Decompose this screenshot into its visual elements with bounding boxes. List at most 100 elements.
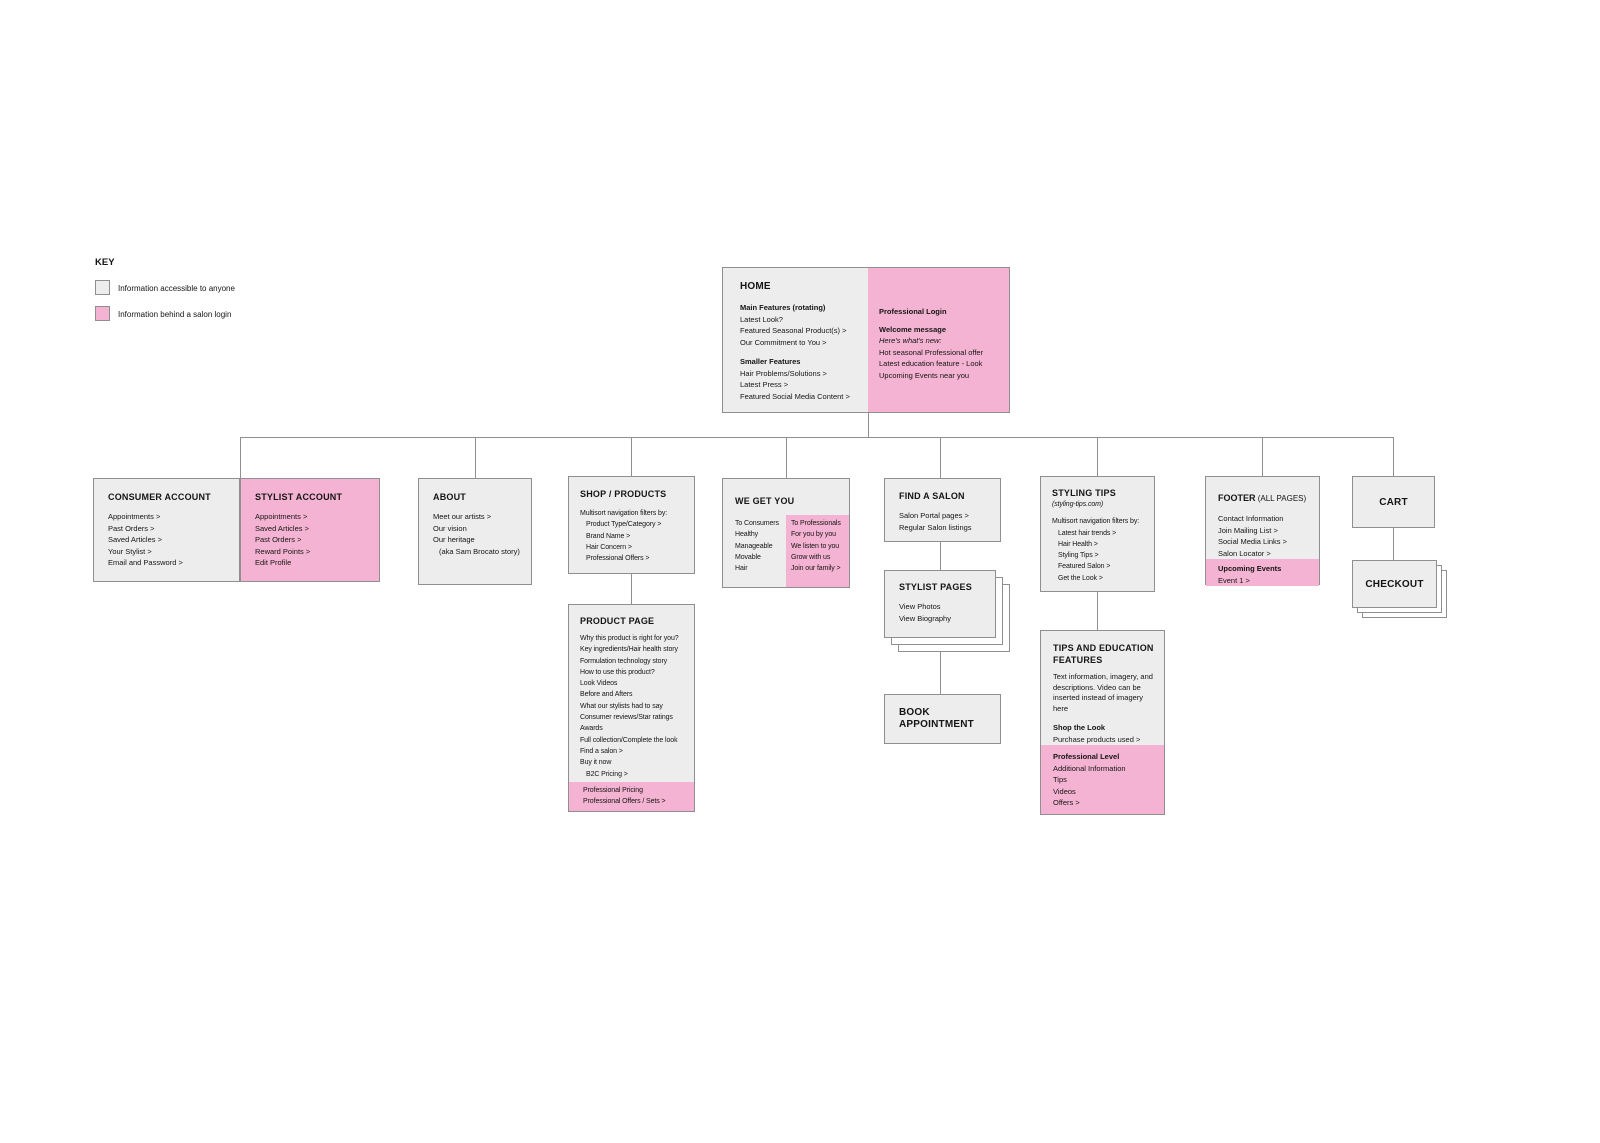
connector-drop-shop: [631, 437, 632, 476]
list-item: Additional Information: [1053, 763, 1126, 773]
list-item: Movable: [735, 553, 761, 561]
find-a-salon-title: FIND A SALON: [899, 491, 965, 501]
list-item: Appointments >: [255, 512, 308, 521]
connector-salon-stylist-pages: [940, 542, 941, 570]
list-item: Social Media Links >: [1218, 537, 1287, 546]
home-public-panel: HOME Main Features (rotating) Latest Loo…: [723, 268, 868, 412]
list-item: Buy it now: [580, 759, 612, 767]
shop-products-node: SHOP / PRODUCTS Multisort navigation fil…: [568, 476, 695, 574]
list-item: Latest education feature - Look: [879, 359, 983, 368]
connector-drop-about: [475, 437, 476, 478]
list-item: Look Videos: [580, 680, 618, 688]
list-item: Videos: [1053, 786, 1076, 796]
tips-education-public-section: TIPS AND EDUCATION FEATURES Text informa…: [1041, 631, 1164, 745]
list-item: We listen to you: [791, 542, 840, 550]
list-item: Past Orders >: [108, 523, 155, 533]
list-item: What our stylists had to say: [580, 702, 663, 710]
connector-shop-product-page: [631, 574, 632, 604]
list-item: Join Mailing List >: [1218, 525, 1278, 535]
list-item: Formulation technology story: [580, 657, 668, 665]
tips-education-professional-section: Professional Level Additional Informatio…: [1041, 745, 1164, 814]
list-item: Hair Concern >: [586, 543, 632, 551]
list-item: Edit Profile: [255, 558, 292, 567]
connector-styling-tips-education: [1097, 592, 1098, 630]
product-page-professional-section: Professional Pricing Professional Offers…: [569, 782, 694, 811]
key-title: KEY: [95, 257, 115, 268]
stylist-account-node: STYLIST ACCOUNT Appointments > Saved Art…: [240, 478, 380, 582]
list-item: Past Orders >: [255, 535, 302, 544]
footer-title-rest: (ALL PAGES): [1255, 494, 1307, 503]
we-get-you-professional-column: To Professionals For you by you We liste…: [786, 515, 849, 587]
footer-node: FOOTER (ALL PAGES) Contact Information J…: [1205, 476, 1320, 586]
checkout-node: CHECKOUT: [1352, 560, 1437, 608]
shop-filters-label: Multisort navigation filters by:: [580, 510, 668, 517]
key-login-label: Information behind a salon login: [118, 310, 232, 319]
connector-drop-we-get-you: [786, 437, 787, 478]
list-item: How to use this product?: [580, 668, 655, 676]
connector-drop-accounts: [240, 437, 241, 478]
connector-stylist-pages-book: [940, 652, 941, 694]
list-item: Reward Points >: [255, 546, 311, 556]
list-item: View Biography: [899, 613, 951, 623]
product-page-public-section: PRODUCT PAGE Why this product is right f…: [569, 605, 694, 782]
list-item: Regular Salon listings: [899, 522, 972, 532]
tips-education-title: TIPS AND EDUCATION FEATURES: [1053, 643, 1154, 665]
list-item: Hair Health >: [1058, 540, 1098, 548]
product-page-title: PRODUCT PAGE: [580, 616, 655, 626]
list-item: Salon Portal pages >: [899, 511, 969, 520]
list-item: Saved Articles >: [108, 535, 162, 544]
list-item: Awards: [580, 725, 603, 733]
list-item: Full collection/Complete the look: [580, 736, 678, 744]
footer-events-section: Upcoming Events Event 1 >: [1206, 559, 1319, 586]
list-item: Hair: [735, 565, 748, 573]
footer-title-bold: FOOTER: [1218, 493, 1256, 503]
list-item: Styling Tips >: [1058, 552, 1099, 560]
professional-login-title: Professional Login: [879, 307, 947, 316]
list-item: Join our family >: [791, 565, 841, 573]
list-item: Featured Seasonal Product(s) >: [740, 326, 847, 335]
home-professional-panel: Professional Login Welcome message Here'…: [868, 268, 1009, 412]
book-appointment-node: BOOK APPOINTMENT: [884, 694, 1001, 744]
key-public-swatch: [95, 280, 110, 295]
welcome-message-label: Welcome message: [879, 324, 946, 334]
list-item: Our heritage: [433, 535, 475, 544]
list-item: Before and Afters: [580, 691, 633, 699]
styling-tips-filters-label: Multisort navigation filters by:: [1052, 518, 1140, 526]
list-item: Salon Locator >: [1218, 548, 1271, 558]
book-appointment-title: BOOK APPOINTMENT: [899, 707, 974, 730]
list-item: Latest hair trends >: [1058, 529, 1117, 537]
list-item: Latest Look?: [740, 314, 783, 324]
key-login-swatch: [95, 306, 110, 321]
connector-drop-footer: [1262, 437, 1263, 476]
connector-trunk-horizontal: [240, 437, 1394, 438]
stylist-pages-title: STYLIST PAGES: [899, 582, 972, 592]
list-item: Email and Password >: [108, 558, 183, 567]
list-item: Find a salon >: [580, 747, 623, 755]
cart-node: CART: [1352, 476, 1435, 528]
home-main-features-title: Main Features (rotating): [740, 303, 826, 312]
list-item: Professional Pricing: [583, 787, 643, 794]
list-item: Contact Information: [1218, 514, 1284, 523]
consumer-account-node: CONSUMER ACCOUNT Appointments > Past Ord…: [93, 478, 240, 582]
list-item: Saved Articles >: [255, 523, 309, 533]
we-get-you-title: WE GET YOU: [735, 496, 795, 506]
connector-drop-cart: [1393, 437, 1394, 476]
styling-tips-title: STYLING TIPS: [1052, 488, 1116, 498]
find-a-salon-node: FIND A SALON Salon Portal pages > Regula…: [884, 478, 1001, 542]
list-item: Offers >: [1053, 798, 1080, 807]
shop-products-title: SHOP / PRODUCTS: [580, 489, 667, 499]
list-item: Event 1 >: [1218, 575, 1250, 585]
checkout-title: CHECKOUT: [1365, 578, 1424, 590]
list-item: Product Type/Category >: [586, 521, 662, 529]
cart-title: CART: [1379, 496, 1408, 508]
shop-the-look-title: Shop the Look: [1053, 723, 1106, 732]
list-item: Grow with us: [791, 553, 831, 561]
footer-public-section: FOOTER (ALL PAGES) Contact Information J…: [1206, 477, 1319, 559]
tips-education-description: Text information, imagery, and descripti…: [1053, 672, 1153, 713]
list-item: Professional Offers >: [586, 555, 650, 563]
about-title: ABOUT: [433, 492, 466, 502]
footer-title: FOOTER (ALL PAGES): [1218, 488, 1315, 506]
list-item: Featured Salon >: [1058, 563, 1111, 571]
styling-tips-domain: (styling-tips.com): [1052, 501, 1104, 508]
